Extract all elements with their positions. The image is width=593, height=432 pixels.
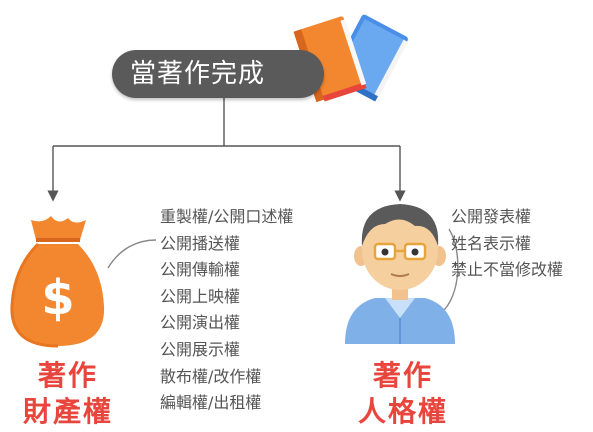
right-callout-curve <box>439 228 459 315</box>
moral-rights-label: 著作 人格權 <box>348 358 458 430</box>
list-item: 編輯權/出租權 <box>160 393 262 413</box>
moral-rights-label-line2: 人格權 <box>357 395 448 428</box>
header-pill <box>112 50 324 98</box>
left-callout-curve <box>107 239 157 269</box>
economic-rights-label-line2: 財產權 <box>22 395 113 428</box>
list-item: 姓名表示權 <box>451 233 532 253</box>
list-item: 公開發表權 <box>451 207 532 226</box>
list-item: 公開上映權 <box>160 286 241 306</box>
money-bag-icon: $ <box>10 216 105 348</box>
list-item: 公開展示權 <box>160 339 241 359</box>
person-icon <box>345 204 455 344</box>
list-item: 公開傳輸權 <box>160 260 241 280</box>
moral-rights-label-line1: 著作 <box>372 359 433 392</box>
moral-rights-list: 公開發表權 姓名表示權 禁止不當修改權 <box>451 204 563 284</box>
svg-text:$: $ <box>41 270 74 326</box>
list-item: 重製權/公開口述權 <box>160 207 294 226</box>
list-item: 公開演出權 <box>160 313 241 333</box>
economic-rights-list: 重製權/公開口述權 公開播送權 公開傳輸權 公開上映權 公開演出權 公開展示權 … <box>160 204 293 417</box>
header-title: 當著作完成 <box>130 59 266 89</box>
tree-connector <box>53 98 400 147</box>
economic-rights-label: 著作 財產權 <box>8 358 128 430</box>
list-item: 公開播送權 <box>160 233 241 253</box>
list-item: 散布權/改作權 <box>160 366 262 386</box>
economic-rights-label-line1: 著作 <box>37 359 98 392</box>
list-item: 禁止不當修改權 <box>451 260 564 280</box>
